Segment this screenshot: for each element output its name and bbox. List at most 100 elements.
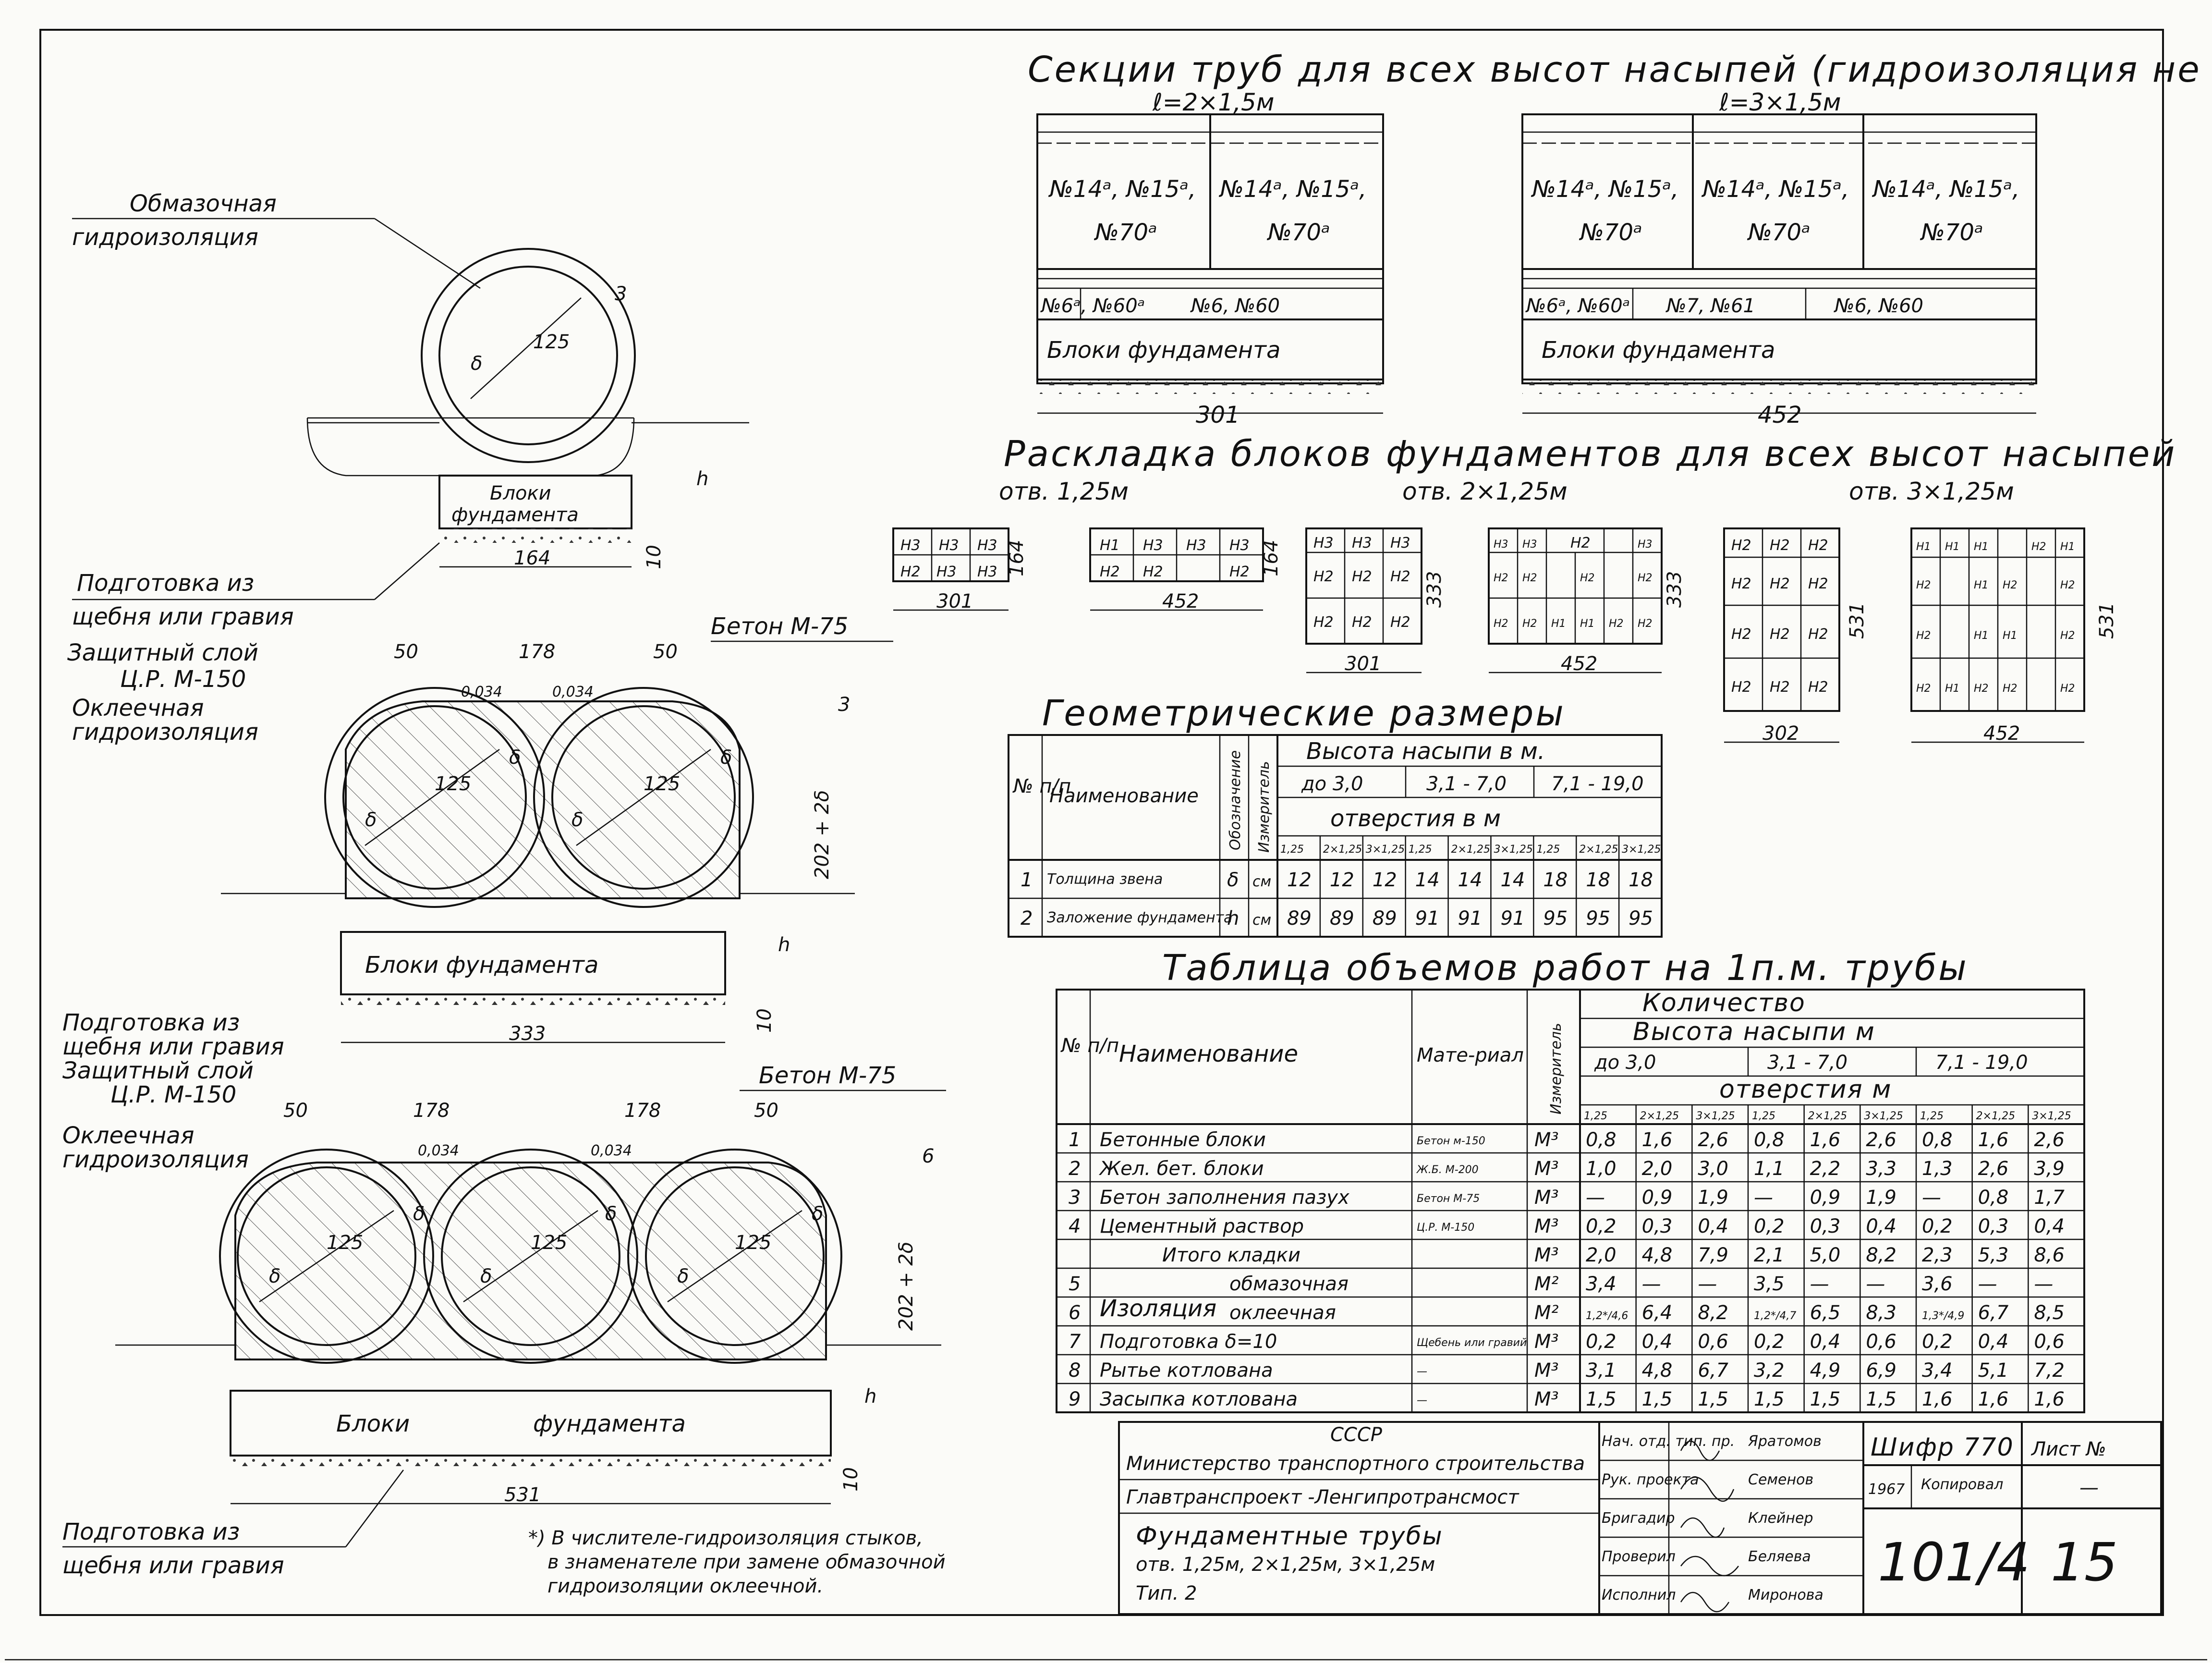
triple-dim-50-right: 50 xyxy=(754,1100,778,1122)
dim-301: 301 xyxy=(1345,653,1381,675)
prep-label-2b: щебня или гравия xyxy=(62,1033,284,1060)
cell-n2: Н2 xyxy=(1731,537,1751,554)
geom-table: Геометрические размеры № п/п Наименовани… xyxy=(1008,693,1663,938)
sections-title: Секции труб для всех высот насыпей (гидр… xyxy=(1028,49,2212,90)
layout-otv3: отв. 3×1,25м xyxy=(1849,477,2014,505)
cell-n2: Н2 xyxy=(1770,679,1790,696)
vol-col-no: № п/п xyxy=(1060,1035,1119,1057)
vol-row-name: Бетон заполнения пазух xyxy=(1100,1187,1349,1209)
geom-cell: 95 xyxy=(1629,907,1653,930)
cell-n1: Н1 xyxy=(1551,618,1566,630)
vol-cell: 2,6 xyxy=(2034,1129,2065,1151)
layout-otv1-grids: Н3 Н3 Н3 Н2 Н3 Н3 164 301 Н1 Н3 Н3 Н3 Н2… xyxy=(892,527,1282,612)
geom-cell: 89 xyxy=(1287,907,1312,930)
title-block: СССР Министерство транспортного строител… xyxy=(1118,1421,2162,1615)
cell-n2: Н2 xyxy=(1916,683,1931,695)
double-delta-2: δ xyxy=(509,747,521,769)
cell-n2: Н2 xyxy=(1731,679,1751,696)
geom-opening-6: 3×1,25 xyxy=(1494,844,1532,856)
dim-531: 531 xyxy=(1846,602,1868,639)
cell-n2: Н2 xyxy=(1638,618,1653,630)
double-d125-right: 125 xyxy=(644,773,680,795)
geom-row-no: 1 xyxy=(1021,869,1033,891)
footnote-line1: *) В числителе-гидроизоляция стыков, xyxy=(528,1527,923,1549)
stamp-role-4: Проверил xyxy=(1602,1548,1676,1565)
geom-opening-5: 2×1,25 xyxy=(1451,844,1490,856)
s2-cell-top-right: №14ᵃ, №15ᵃ, xyxy=(1218,176,1366,203)
vol-cell: 1,5 xyxy=(1586,1388,1616,1410)
vol-cell: 0,8 xyxy=(1978,1187,2009,1209)
cell-n1: Н1 xyxy=(1916,541,1931,553)
vol-cell: 6,4 xyxy=(1642,1302,1673,1324)
vol-cell: — xyxy=(1866,1273,1885,1295)
prep-label-1c: Подготовка из xyxy=(62,1518,240,1545)
cell-n1: Н1 xyxy=(1974,579,1989,591)
vol-opening-1: 1,25 xyxy=(1584,1110,1607,1122)
vol-row-unit: М² xyxy=(1534,1273,1559,1295)
triple-delta-2: δ xyxy=(413,1203,425,1225)
vol-cell: 1,6 xyxy=(1642,1129,1673,1151)
vol-row-material: Бетон М-75 xyxy=(1417,1193,1480,1205)
vol-cell: 0,2 xyxy=(1754,1331,1785,1353)
cell-n3: Н3 xyxy=(936,563,957,580)
vol-opening-6: 3×1,25 xyxy=(1864,1110,1903,1122)
coating-label-2: гидроизоляция xyxy=(72,224,258,251)
double-dim-50-right: 50 xyxy=(653,641,678,663)
vol-row-no: 5 xyxy=(1069,1273,1081,1295)
geom-cell: 12 xyxy=(1330,869,1354,891)
geom-opening-9: 3×1,25 xyxy=(1622,844,1661,856)
vol-cell: 0,4 xyxy=(1810,1331,1841,1353)
cell-n2: Н2 xyxy=(1143,563,1163,580)
cell-n2: Н2 xyxy=(2031,541,2046,553)
vol-cell: 1,9 xyxy=(1866,1187,1896,1209)
vol-col-unit: Измеритель xyxy=(1548,1023,1565,1114)
double-delta-3: δ xyxy=(571,809,583,831)
geom-row-symbol: h xyxy=(1227,907,1239,930)
double-delta-4: δ xyxy=(720,747,732,769)
cell-n2: Н2 xyxy=(1352,568,1372,585)
cell-n2: Н2 xyxy=(900,563,921,580)
concrete-label-2: Бетон М-75 xyxy=(759,1062,896,1089)
vol-cell: 1,6 xyxy=(1810,1129,1841,1151)
cell-n2: Н2 xyxy=(2003,579,2018,591)
vol-cell: 2,1 xyxy=(1754,1244,1785,1266)
vol-row-no: 6 xyxy=(1069,1302,1081,1324)
vol-cell: 2,6 xyxy=(1698,1129,1728,1151)
double-dim-178: 178 xyxy=(519,641,555,663)
geom-col-no: № п/п xyxy=(1012,775,1071,797)
vol-cell: 0,2 xyxy=(1922,1215,1953,1237)
vol-row-name: Жел. бет. блоки xyxy=(1098,1158,1264,1180)
vol-cell: — xyxy=(1754,1187,1773,1209)
vol-row-material: — xyxy=(1417,1395,1427,1407)
vol-row-no: 3 xyxy=(1069,1187,1081,1209)
s3-bottom-2: №7, №61 xyxy=(1665,295,1755,317)
geom-opening-7: 1,25 xyxy=(1536,844,1560,856)
triple-blocks-word: Блоки xyxy=(336,1410,410,1437)
triple-d125-2: 125 xyxy=(531,1232,567,1254)
vol-cell: 0,4 xyxy=(1698,1215,1728,1237)
vol-cell: 1,0 xyxy=(1586,1158,1616,1180)
cell-n2: Н2 xyxy=(2060,630,2075,642)
double-dim-0034-right: 0,034 xyxy=(552,684,594,700)
vol-row-unit: М³ xyxy=(1534,1388,1559,1410)
double-pipe-drawing: Бетон М-75 Защитный слой Ц.Р. М-150 Окле… xyxy=(67,613,893,1045)
geom-cell: 12 xyxy=(1373,869,1397,891)
cell-n2: Н2 xyxy=(2060,579,2075,591)
vol-cell: 5,3 xyxy=(1978,1244,2009,1266)
protect-label-2b: Ц.Р. М-150 xyxy=(110,1081,236,1108)
vol-cell: 1,3*/4,9 xyxy=(1922,1310,1964,1322)
cell-n2: Н2 xyxy=(1522,572,1537,584)
stamp-cipher: Шифр 770 xyxy=(1871,1433,2014,1462)
volume-table-title: Таблица объемов работ на 1п.м. трубы xyxy=(1162,947,1969,989)
geom-height-header: Высота насыпи в м. xyxy=(1306,738,1545,765)
geom-opening-2: 2×1,25 xyxy=(1323,844,1362,856)
s2-bottom-left: №6ᵃ, №60ᵃ xyxy=(1040,295,1145,317)
vol-cell: 0,9 xyxy=(1642,1187,1673,1209)
vol-cell: 3,4 xyxy=(1586,1273,1616,1295)
vol-cell: 0,9 xyxy=(1810,1187,1841,1209)
vol-cell: 0,3 xyxy=(1978,1215,2009,1237)
vol-cell: 3,4 xyxy=(1922,1359,1953,1382)
triple-h: h xyxy=(864,1385,876,1408)
vol-cell: 2,2 xyxy=(1810,1158,1841,1180)
vol-row-name: обмазочная xyxy=(1229,1273,1349,1295)
